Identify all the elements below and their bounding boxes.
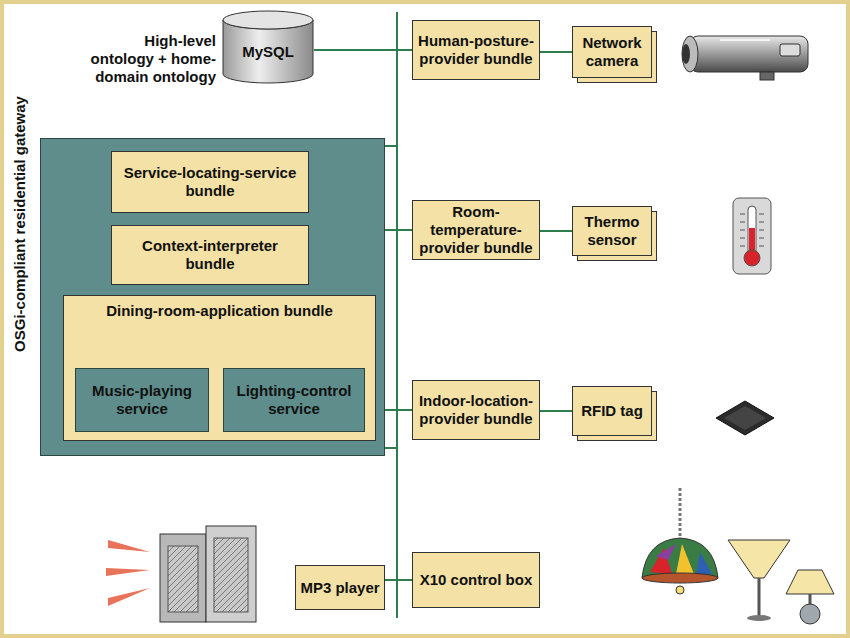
node-label: Dining-room-application bundle — [106, 302, 333, 320]
node-label: Lighting-control service — [224, 382, 364, 418]
gateway-title: OSGi-compliant residential gateway — [11, 96, 29, 352]
lamps-icon — [642, 488, 834, 624]
rfid-chip-icon — [716, 401, 774, 435]
connector — [540, 230, 572, 232]
node-label: Network camera — [577, 34, 647, 70]
bundle-box: Lighting-control service — [223, 368, 365, 432]
node-label: Service-locating-service bundle — [116, 164, 304, 200]
camera-icon — [682, 36, 808, 80]
bundle-box: Service-locating-service bundle — [111, 151, 309, 213]
bundle-box: Dining-room-application bundleMusic-play… — [63, 295, 376, 441]
connector — [540, 51, 572, 53]
bundle-box: X10 control box — [412, 552, 540, 608]
node-label: Room-temperature-provider bundle — [417, 203, 535, 257]
ontology-label: High-level ontology + home-domain ontolo… — [88, 32, 216, 86]
connector — [540, 410, 572, 412]
connector — [385, 579, 412, 581]
bundle-box: MP3 player — [295, 565, 385, 610]
speakers-icon — [106, 526, 256, 622]
connector — [385, 50, 412, 146]
connector — [385, 448, 412, 580]
thermometer-icon — [733, 198, 771, 274]
node-label: MP3 player — [300, 579, 379, 597]
bundle-box: Context-interpreter bundle — [111, 225, 309, 285]
cylinder-top — [223, 11, 313, 29]
bundle-box: Music-playing service — [75, 368, 209, 432]
bundle-box: Human-posture-provider bundle — [412, 20, 540, 80]
bundle-box: Indoor-location-provider bundle — [412, 380, 540, 440]
connector — [385, 409, 412, 411]
node-label: MySQL — [242, 43, 294, 61]
node-label: Thermo sensor — [577, 213, 647, 249]
bundle-box: Thermo sensor — [572, 206, 652, 256]
node-label: Context-interpreter bundle — [116, 237, 304, 273]
gateway-panel: OSGi-compliant residential gatewayServic… — [40, 138, 385, 456]
node-label: Human-posture-provider bundle — [417, 32, 535, 68]
bundle-box: RFID tag — [572, 386, 652, 436]
bundle-box: Room-temperature-provider bundle — [412, 200, 540, 260]
node-label: X10 control box — [420, 571, 533, 589]
bundle-box: Network camera — [572, 26, 652, 78]
database-cylinder: MySQL — [222, 10, 314, 84]
connector — [385, 229, 412, 231]
node-label: RFID tag — [581, 402, 643, 420]
node-label: Music-playing service — [76, 382, 208, 418]
node-label: Indoor-location-provider bundle — [417, 392, 535, 428]
